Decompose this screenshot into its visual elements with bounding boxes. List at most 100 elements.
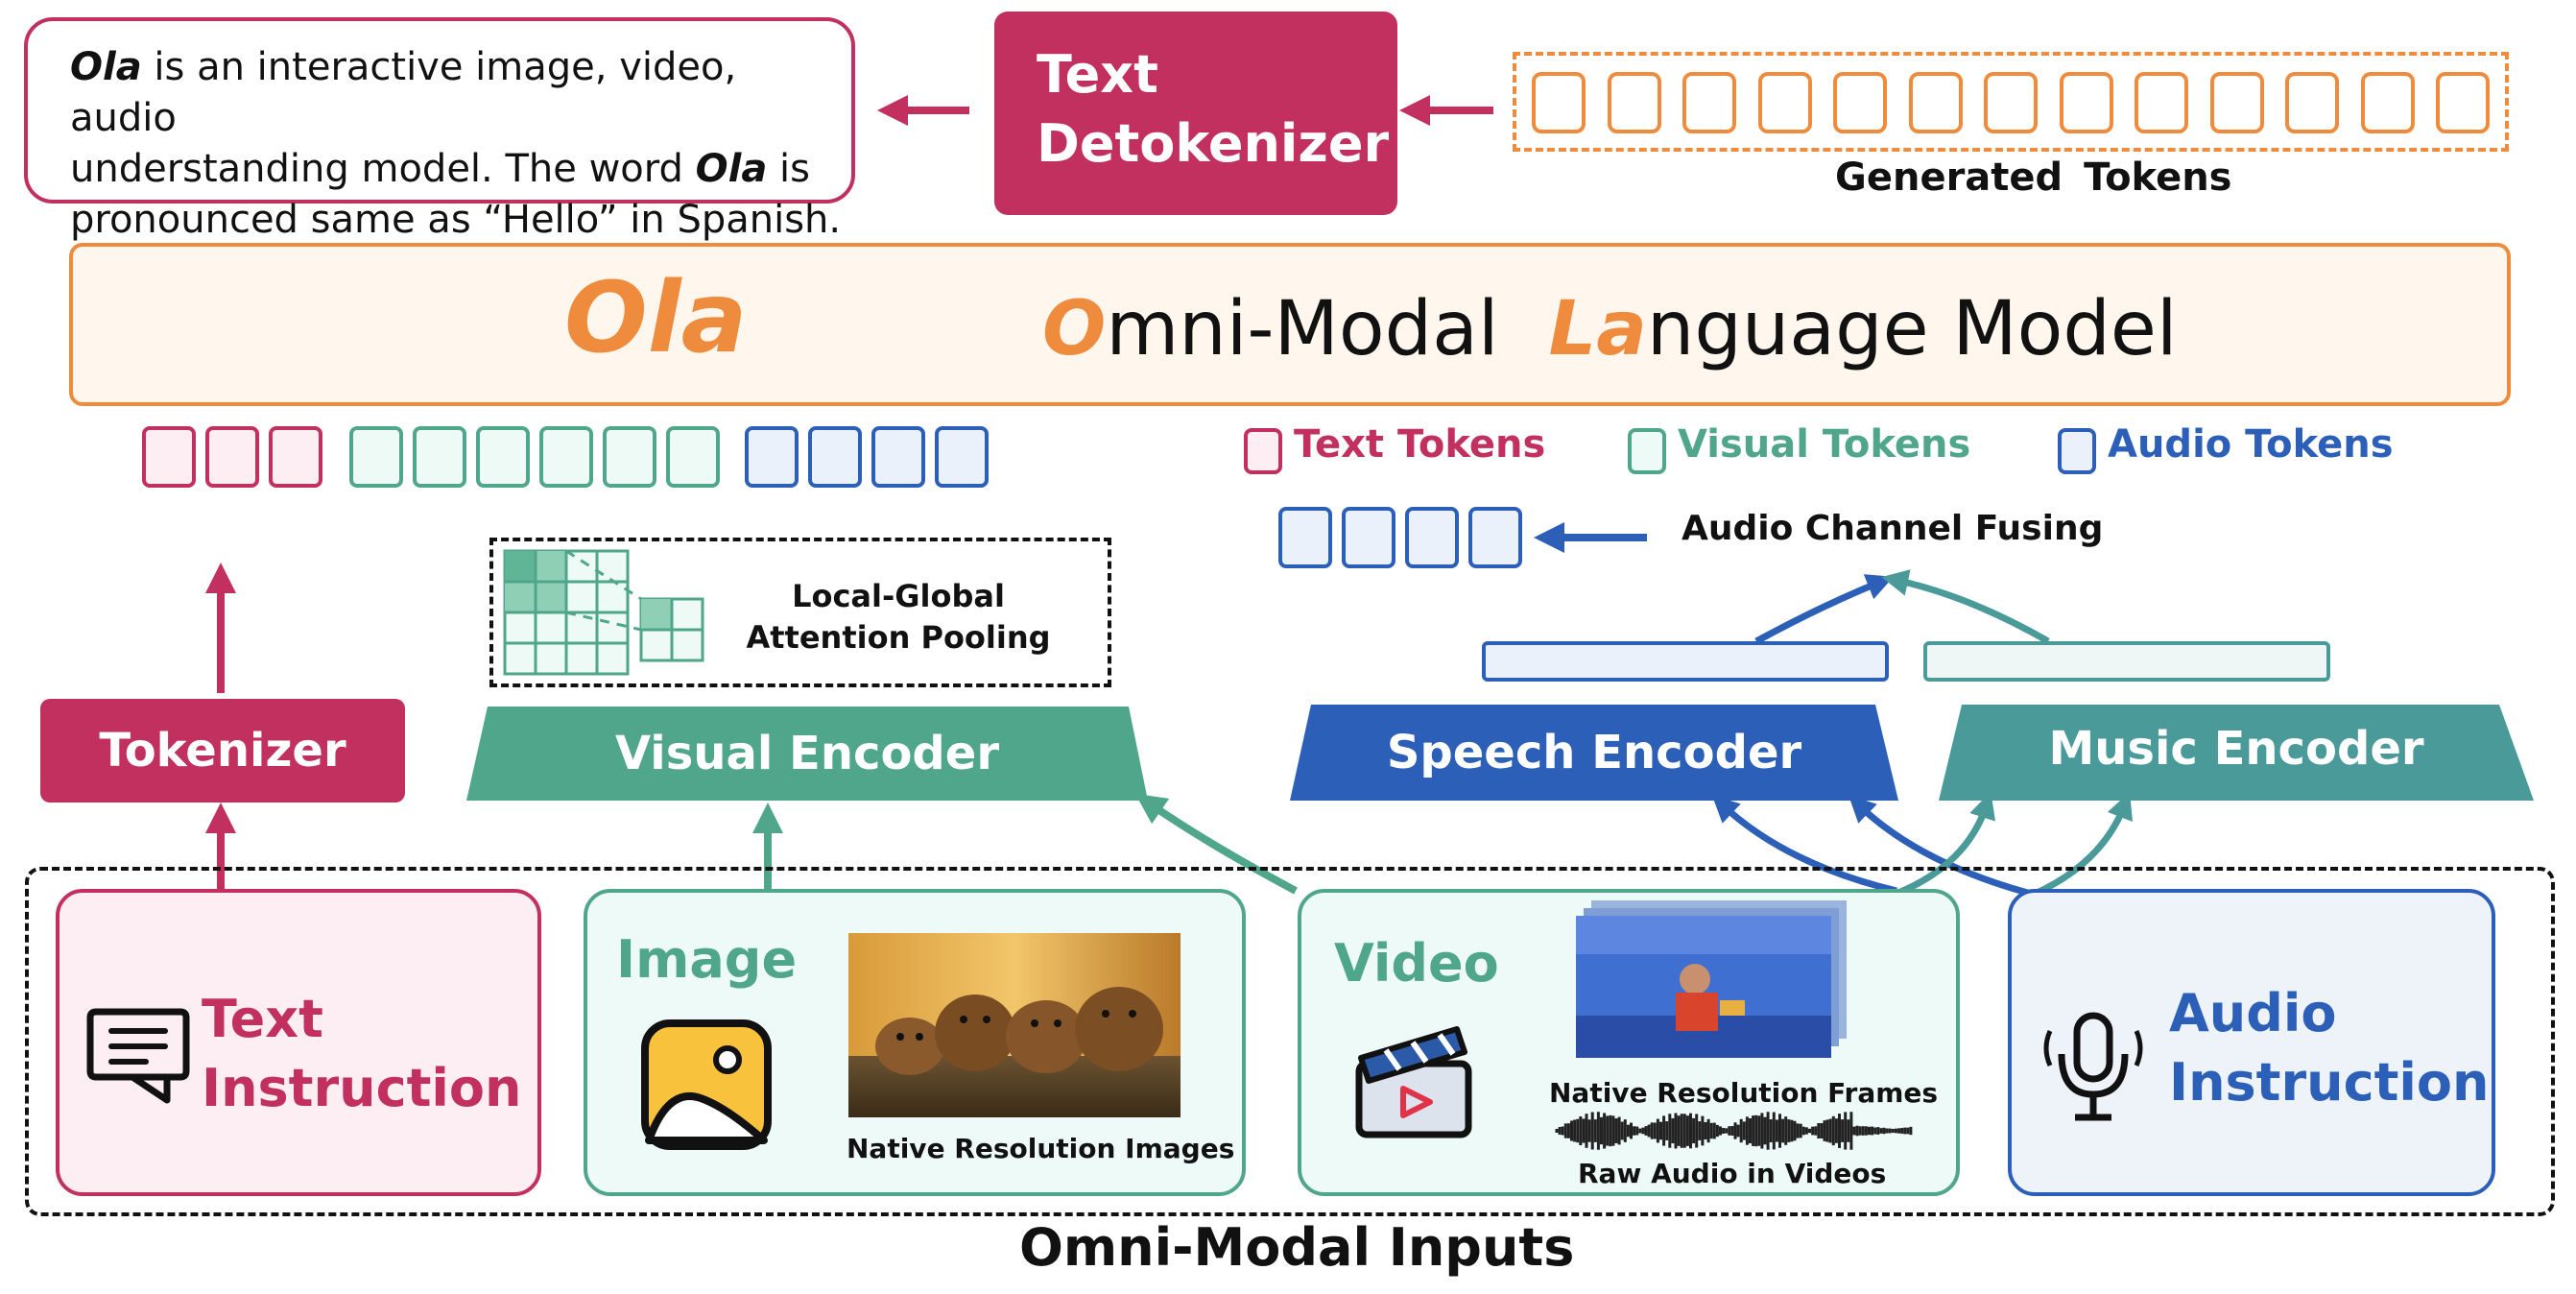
capybara-photo <box>848 933 1181 1117</box>
music-encoder-shape <box>1939 705 2534 801</box>
arrow-video-to-music <box>1896 791 1996 897</box>
output-line1: is an interactive image, video, audio <box>70 45 737 140</box>
omni-modal-inputs-label: Omni-Modal Inputs <box>1019 1217 1575 1278</box>
image-caption: Native Resolution Images <box>847 1133 1235 1164</box>
image-icon <box>641 1019 772 1150</box>
detokenizer-line2: Detokenizer <box>1037 113 1390 174</box>
output-ola-word: Ola <box>70 45 142 89</box>
arrow-video-to-speech <box>1711 795 1897 895</box>
llm-la-letters: La <box>1548 286 1647 372</box>
detokenizer-line1: Text <box>1037 44 1158 105</box>
audio-waveform <box>1555 1112 1913 1150</box>
generated-token <box>1532 72 1586 133</box>
attention-pooling-box <box>489 538 1111 687</box>
output-line2-post: is <box>767 147 811 191</box>
legend-audio-tokens: Audio Tokens <box>2108 422 2394 467</box>
text-instruction-card: Text Instruction <box>56 889 541 1196</box>
audio-channel-fusing-label: Audio Channel Fusing <box>1682 509 2104 548</box>
llm-language-rest: nguage <box>1646 286 1929 372</box>
legend-audio-swatch <box>2058 428 2096 474</box>
llm-title: Omni-Modal Language Model <box>1042 286 2178 372</box>
speech-encoder-shape <box>1290 705 1898 801</box>
language-model-bar <box>69 243 2511 406</box>
video-frames-caption: Native Resolution Frames <box>1549 1077 1939 1109</box>
visual-token <box>539 426 593 488</box>
video-frames <box>1576 900 1847 1058</box>
visual-token <box>349 426 403 488</box>
output-line2-pre: understanding model. The word <box>70 147 696 191</box>
visual-token <box>666 426 720 488</box>
visual-token <box>476 426 530 488</box>
pooling-grid-icon <box>503 549 704 676</box>
audio-token <box>871 426 925 488</box>
tokenizer: Tokenizer <box>40 699 405 803</box>
speech-encoder: Speech Encoder <box>1386 726 1802 779</box>
llm-ola-name: Ola <box>564 261 748 375</box>
audio-token <box>808 426 862 488</box>
speech-feature-bar <box>1482 641 1889 682</box>
text-token <box>142 426 196 488</box>
arrow-music-feature-up <box>1881 569 2050 645</box>
output-text-box: Ola is an interactive image, video, audi… <box>24 17 855 242</box>
omni-modal-inputs-box <box>25 867 2555 1216</box>
generated-token <box>2360 72 2415 133</box>
text-token <box>269 426 322 488</box>
generated-token <box>1757 72 1812 133</box>
text-instruction-line2: Instruction <box>202 1058 522 1118</box>
output-ola-word-2: Ola <box>695 147 768 191</box>
fused-audio-token <box>1278 507 1332 568</box>
arrow-audio-to-speech <box>1848 795 2036 899</box>
video-card: Video Native Resolution Frames Raw Audio… <box>1298 889 1960 1196</box>
text-instruction-line1: Text <box>202 989 323 1049</box>
image-card-title: Image <box>616 929 798 990</box>
output-line3: pronounced same as “Hello” in Spanish. <box>70 198 842 242</box>
legend-visual-swatch <box>1628 428 1666 474</box>
visual-encoder: Visual Encoder <box>614 727 1000 780</box>
generated-token <box>1607 72 1661 133</box>
visual-token <box>413 426 466 488</box>
clapperboard-icon <box>1355 1026 1472 1138</box>
image-card: Image Native Resolution Images <box>584 889 1246 1196</box>
generated-token <box>2285 72 2339 133</box>
fused-audio-token <box>1468 507 1522 568</box>
text-detokenizer: Text Detokenizer <box>994 12 1397 215</box>
music-encoder: Music Encoder <box>2048 722 2424 776</box>
generated-tokens-group <box>1513 52 2509 152</box>
music-feature-bar <box>1923 641 2330 682</box>
attention-pooling-label: Local-Global Attention Pooling <box>716 576 1081 659</box>
video-audio-caption: Raw Audio in Videos <box>1578 1158 1887 1189</box>
arrow-speech-feature-up <box>1754 574 1894 645</box>
fused-audio-token <box>1342 507 1395 568</box>
legend-visual-tokens: Visual Tokens <box>1678 422 1971 467</box>
generated-token <box>2436 72 2490 133</box>
video-card-title: Video <box>1334 933 1499 994</box>
microphone-icon <box>2043 1012 2143 1121</box>
generated-tokens-label: Generated Tokens <box>1835 156 2232 200</box>
text-token <box>205 426 259 488</box>
visual-encoder-shape <box>466 707 1148 801</box>
generated-token <box>1908 72 1963 133</box>
generated-token <box>2209 72 2264 133</box>
visual-token <box>603 426 656 488</box>
llm-model-word: Model <box>1952 286 2178 372</box>
audio-instruction-card: Audio Instruction <box>2008 889 2495 1196</box>
generated-token <box>2059 72 2113 133</box>
llm-o-letter: O <box>1042 286 1107 372</box>
chat-icon <box>86 1008 190 1104</box>
llm-omni-rest: mni-Modal <box>1106 286 1499 372</box>
audio-instruction-line1: Audio <box>2169 983 2337 1043</box>
legend-text-swatch <box>1244 428 1282 474</box>
legend-text-tokens: Text Tokens <box>1294 422 1546 467</box>
generated-token <box>2135 72 2188 133</box>
generated-token <box>1984 72 2038 133</box>
arrow-audio-to-music <box>2031 791 2133 899</box>
pooling-line1: Local-Global <box>792 578 1005 614</box>
audio-token <box>745 426 799 488</box>
generated-token <box>1682 72 1736 133</box>
audio-instruction-line2: Instruction <box>2169 1052 2490 1113</box>
arrow-video-to-visual-encoder <box>1134 793 1298 895</box>
generated-token <box>1833 72 1887 133</box>
pooling-line2: Attention Pooling <box>746 619 1051 656</box>
audio-token <box>935 426 989 488</box>
